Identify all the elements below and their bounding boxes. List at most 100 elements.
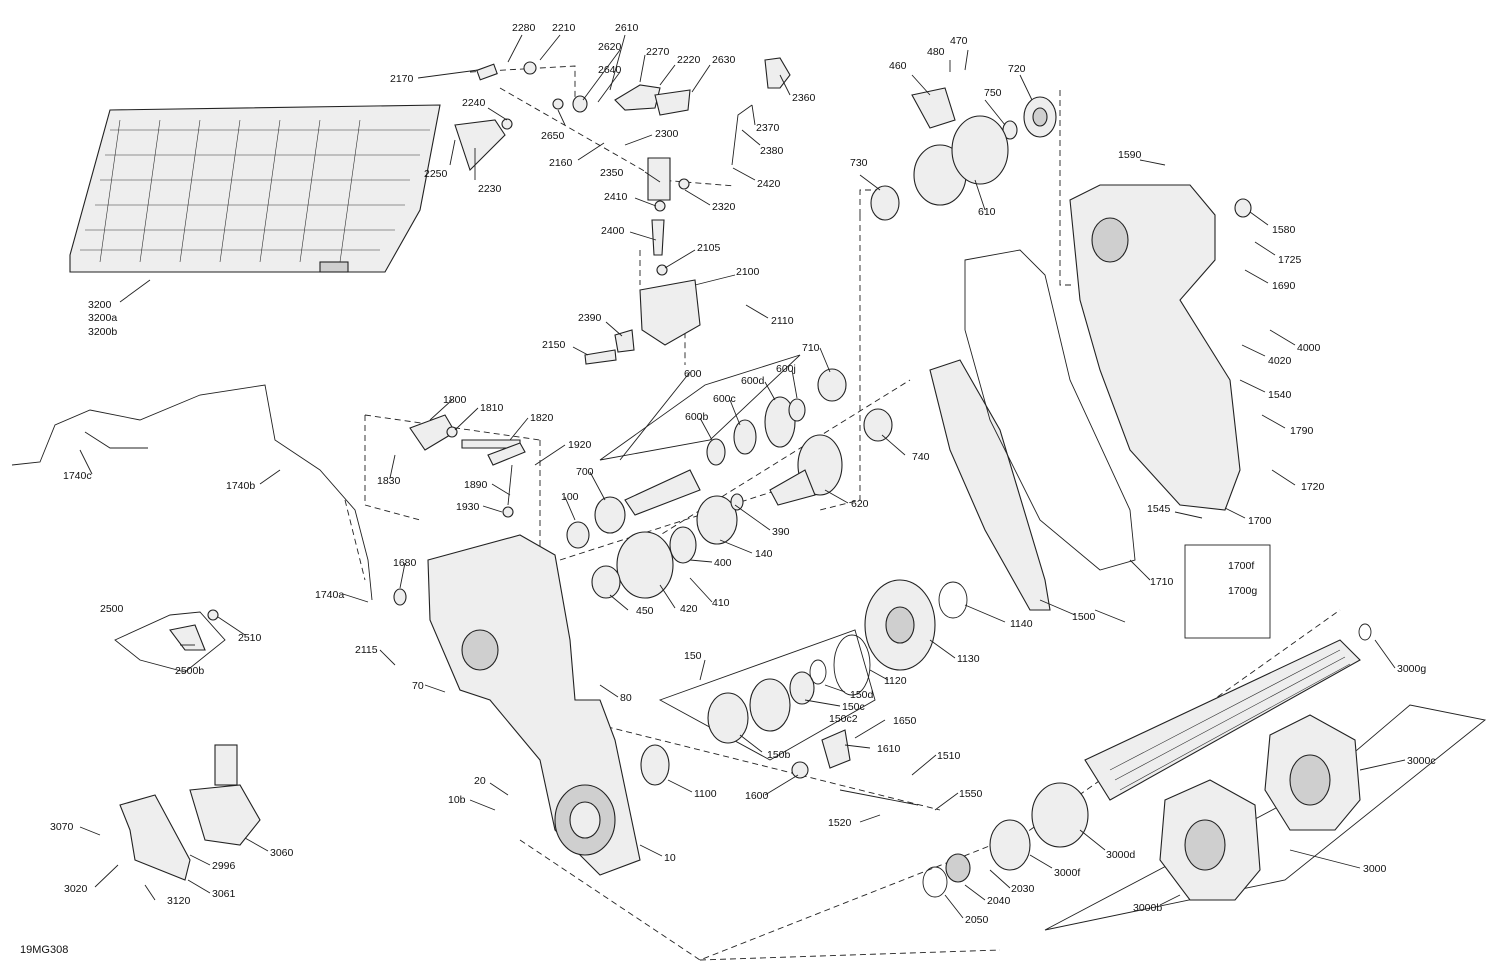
callout-label: 730 bbox=[850, 157, 868, 169]
callout-label: 4020 bbox=[1268, 355, 1292, 367]
callout-label: 1520 bbox=[828, 817, 852, 829]
callout-label: 2996 bbox=[212, 860, 236, 872]
callout-label: 3120 bbox=[167, 895, 191, 907]
callout-label: 1650 bbox=[893, 715, 917, 727]
callout-label: 700 bbox=[576, 466, 594, 478]
callout-label: 2620 bbox=[598, 41, 622, 53]
callout-label: 100 bbox=[561, 491, 579, 503]
callout-label: 150c bbox=[842, 701, 865, 713]
callout-label: 710 bbox=[802, 342, 820, 354]
callout-label: 2400 bbox=[601, 225, 625, 237]
callout-label: 20 bbox=[474, 775, 486, 787]
callout-label: 3200a bbox=[88, 312, 117, 324]
callout-labels: 2280 2210 2610 2170 2620 2270 2220 2630 … bbox=[20, 22, 1436, 956]
callout-label: 2240 bbox=[462, 97, 486, 109]
callout-label: 1545 bbox=[1147, 503, 1171, 515]
cable-1740 bbox=[11, 384, 373, 601]
callout-label: 1725 bbox=[1278, 254, 1302, 266]
track-3200 bbox=[69, 104, 441, 273]
callout-label: 2280 bbox=[512, 22, 536, 34]
callout-label: 470 bbox=[950, 35, 968, 47]
callout-label: 1810 bbox=[480, 402, 504, 414]
callout-label: 610 bbox=[978, 206, 996, 218]
callout-label: 1740c bbox=[63, 470, 92, 482]
callout-label: 10 bbox=[664, 852, 676, 864]
callout-label: 2115 bbox=[355, 644, 378, 656]
callout-label: 1100 bbox=[694, 788, 717, 800]
callout-label: 3061 bbox=[212, 888, 236, 900]
callout-label: 150b bbox=[767, 749, 791, 761]
callout-label: 2500 bbox=[100, 603, 124, 615]
callout-label: 1890 bbox=[464, 479, 488, 491]
callout-label: 720 bbox=[1008, 63, 1026, 75]
callout-label: 2250 bbox=[424, 168, 448, 180]
drawing-code: 19MG308 bbox=[20, 944, 68, 956]
callout-label: 1740b bbox=[226, 480, 255, 492]
callout-label: 2030 bbox=[1011, 883, 1035, 895]
callout-label: 1930 bbox=[456, 501, 480, 513]
callout-label: 2040 bbox=[987, 895, 1011, 907]
callout-label: 2500b bbox=[175, 665, 204, 677]
callout-label: 2410 bbox=[604, 191, 628, 203]
callout-label: 70 bbox=[412, 680, 424, 692]
callout-label: 2350 bbox=[600, 167, 624, 179]
callout-label: 2170 bbox=[390, 73, 414, 85]
callout-label: 1130 bbox=[957, 653, 980, 665]
callout-label: 4000 bbox=[1297, 342, 1321, 354]
callout-label: 2150 bbox=[542, 339, 566, 351]
callout-label: 2380 bbox=[760, 145, 784, 157]
callout-label: 1510 bbox=[937, 750, 961, 762]
callout-label: 1120 bbox=[884, 675, 907, 687]
callout-label: 3020 bbox=[64, 883, 88, 895]
callout-label: 1500 bbox=[1072, 611, 1096, 623]
callout-label: 600 bbox=[684, 368, 702, 380]
callout-label: 400 bbox=[714, 557, 732, 569]
callout-label: 1700f bbox=[1228, 560, 1254, 572]
callout-label: 2360 bbox=[792, 92, 816, 104]
callout-label: 1920 bbox=[568, 439, 592, 451]
callout-label: 1680 bbox=[393, 557, 417, 569]
callout-label: 1800 bbox=[443, 394, 467, 406]
callout-label: 2100 bbox=[736, 266, 760, 278]
callout-label: 2420 bbox=[757, 178, 781, 190]
callout-label: 1700 bbox=[1248, 515, 1272, 527]
callout-label: 1830 bbox=[377, 475, 401, 487]
group-brackets bbox=[114, 354, 1487, 931]
callout-label: 2270 bbox=[646, 46, 670, 58]
shift-linkage-parts bbox=[454, 57, 791, 365]
callout-label: 3200b bbox=[88, 326, 117, 338]
callout-label: 410 bbox=[712, 597, 730, 609]
callout-label: 600j bbox=[776, 363, 796, 375]
callout-label: 1550 bbox=[959, 788, 983, 800]
callout-label: 460 bbox=[889, 60, 907, 72]
drive-gear-group bbox=[640, 579, 968, 806]
callout-label: 2105 bbox=[697, 242, 721, 254]
callout-label: 1140 bbox=[1010, 618, 1033, 630]
callout-label: 480 bbox=[927, 46, 945, 58]
callout-label: 2630 bbox=[712, 54, 736, 66]
callout-label: 1580 bbox=[1272, 224, 1296, 236]
callout-label: 3000b bbox=[1133, 902, 1162, 914]
belts-1500-1710 bbox=[929, 249, 1136, 611]
callout-label: 2160 bbox=[549, 157, 573, 169]
callout-label: 1710 bbox=[1150, 576, 1174, 588]
callout-label: 3000g bbox=[1397, 663, 1426, 675]
main-case-10 bbox=[393, 534, 641, 876]
callout-label: 3000 bbox=[1363, 863, 1387, 875]
callout-label: 1820 bbox=[530, 412, 554, 424]
callout-label: 2300 bbox=[655, 128, 679, 140]
callout-label: 450 bbox=[636, 605, 654, 617]
callout-label: 740 bbox=[912, 451, 930, 463]
callout-label: 2050 bbox=[965, 914, 989, 926]
callout-label: 10b bbox=[448, 794, 466, 806]
callout-label: 620 bbox=[851, 498, 869, 510]
callout-label: 600b bbox=[685, 411, 709, 423]
callout-label: 2230 bbox=[478, 183, 502, 195]
callout-label: 600d bbox=[741, 375, 765, 387]
callout-label: 390 bbox=[772, 526, 790, 538]
callout-label: 2110 bbox=[771, 315, 794, 327]
callout-label: 150d bbox=[850, 689, 874, 701]
callout-label: 750 bbox=[984, 87, 1002, 99]
callout-label: 80 bbox=[620, 692, 632, 704]
